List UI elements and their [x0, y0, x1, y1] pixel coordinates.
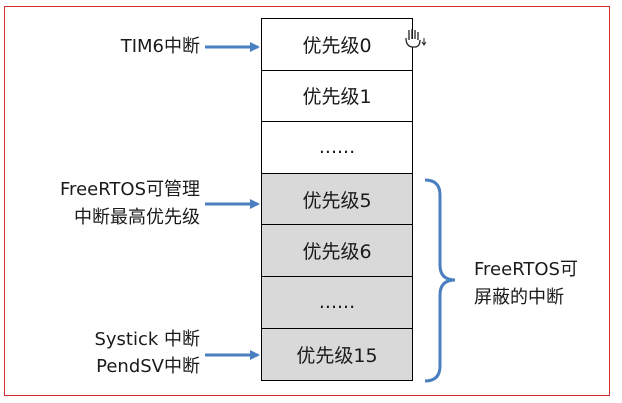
hand-cursor-icon: [405, 29, 427, 48]
priority-cell-ellipsis-top: ......: [262, 122, 412, 174]
maskable-label-line2: 屏蔽的中断: [474, 287, 564, 308]
maskable-range-brace: [424, 178, 456, 383]
freertos-manage-label-line2: 中断最高优先级: [74, 207, 200, 228]
freertos-manage-label-line1: FreeRTOS可管理: [60, 179, 200, 200]
diagram-frame: [4, 6, 610, 396]
priority-cell-6: 优先级6: [262, 225, 412, 277]
priority-label: ......: [318, 136, 356, 159]
priority-cell-1: 优先级1: [262, 71, 412, 123]
priority-cell-0: 优先级0: [262, 19, 412, 71]
priority-cell-15: 优先级15: [262, 328, 412, 381]
priority-label: 优先级5: [302, 189, 372, 212]
priority-label: 优先级1: [302, 86, 372, 109]
systick-label: Systick 中断: [94, 329, 200, 350]
priority-label: 优先级15: [296, 344, 378, 367]
priority-cell-5: 优先级5: [262, 173, 412, 226]
priority-label: 优先级0: [302, 34, 372, 57]
tim6-interrupt-label: TIM6中断: [120, 36, 200, 57]
maskable-label-line1: FreeRTOS可: [474, 259, 578, 280]
priority-label: 优先级6: [302, 241, 372, 264]
priority-stack: 优先级0 优先级1 ...... 优先级5 优先级6 ...... 优先级15: [261, 18, 413, 382]
priority-cell-ellipsis-bottom: ......: [262, 276, 412, 329]
pendsv-label: PendSV中断: [96, 356, 200, 377]
priority-label: ......: [318, 291, 356, 314]
